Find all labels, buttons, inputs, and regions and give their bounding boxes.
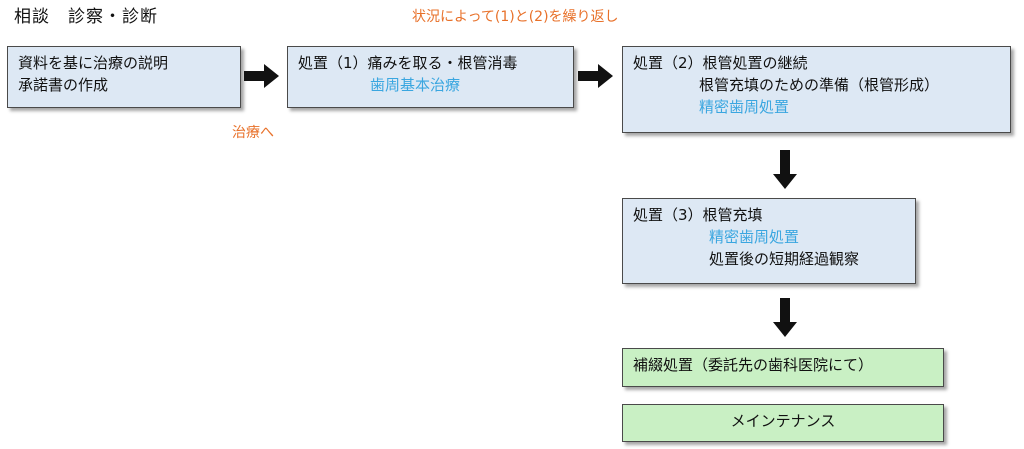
step-2-sub: 精密歯周処置 xyxy=(699,98,790,116)
right-arrow-icon xyxy=(244,64,279,88)
step-1-sub: 歯周基本治療 xyxy=(370,76,461,94)
explanation-line-1: 資料を基に治療の説明 xyxy=(18,54,169,72)
step-2-line-2: 根管充填のための準備（根管形成） xyxy=(699,76,940,94)
step-1-box: 処置（1）痛みを取る・根管消毒 歯周基本治療 xyxy=(287,46,574,108)
page-title: 相談 診察・診断 xyxy=(14,7,158,27)
down-arrow-icon xyxy=(773,150,797,189)
step-3-title: 処置（3）根管充填 xyxy=(633,206,763,224)
down-arrow-icon xyxy=(773,298,797,337)
explanation-line-2: 承諾書の作成 xyxy=(18,76,109,94)
maintenance-label: メインテナンス xyxy=(730,412,836,430)
step-1-title: 処置（1）痛みを取る・根管消毒 xyxy=(298,54,518,72)
to-treatment-note: 治療へ xyxy=(232,125,274,141)
step-2-box: 処置（2）根管処置の継続 根管充填のための準備（根管形成） 精密歯周処置 xyxy=(622,46,1011,133)
right-arrow-icon xyxy=(578,64,613,88)
loop-note: 状況によって(1)と(2)を繰り返し xyxy=(412,9,619,25)
step-3-box: 処置（3）根管充填 精密歯周処置 処置後の短期経過観察 xyxy=(622,198,916,284)
step-3-sub: 精密歯周処置 xyxy=(709,228,800,246)
prosthetic-label: 補綴処置（委託先の歯科医院にて） xyxy=(633,356,874,374)
prosthetic-treatment-box: 補綴処置（委託先の歯科医院にて） xyxy=(622,348,944,387)
step-2-title: 処置（2）根管処置の継続 xyxy=(633,54,808,72)
maintenance-box: メインテナンス xyxy=(622,404,944,442)
step-3-line-3: 処置後の短期経過観察 xyxy=(709,250,860,268)
explanation-step-box: 資料を基に治療の説明 承諾書の作成 xyxy=(7,46,241,108)
